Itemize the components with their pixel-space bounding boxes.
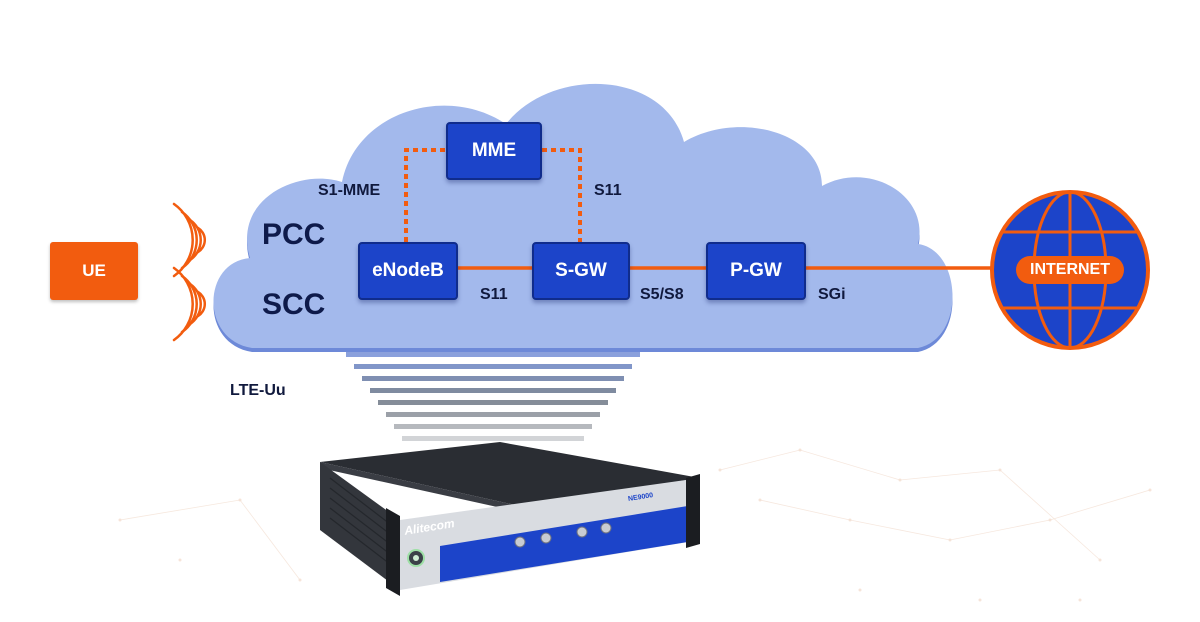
sgi-label: SGi [818, 286, 846, 303]
signal-beam [346, 352, 640, 441]
s11-top-label: S11 [594, 182, 622, 199]
lte-uu-label: LTE-Uu [230, 382, 286, 399]
s11-bottom-label: S11 [480, 286, 508, 303]
enodeb-node: eNodeB [358, 242, 458, 300]
dotted-links [404, 148, 582, 242]
scc-label: SCC [262, 288, 326, 321]
ue-box: UE [50, 242, 138, 300]
power-button-icon [407, 549, 425, 567]
mme-node: MME [446, 122, 542, 180]
radio-waves-icon [172, 266, 207, 342]
internet-label: INTERNET [1016, 256, 1124, 284]
pcc-label: PCC [262, 218, 326, 251]
test-device [320, 442, 700, 596]
s5-s8-label: S5/S8 [640, 286, 684, 303]
sgw-node: S-GW [532, 242, 630, 300]
background-map-lines [119, 449, 1151, 581]
radio-waves-icon [172, 202, 207, 278]
s1-mme-label: S1-MME [318, 182, 381, 199]
pgw-node: P-GW [706, 242, 806, 300]
